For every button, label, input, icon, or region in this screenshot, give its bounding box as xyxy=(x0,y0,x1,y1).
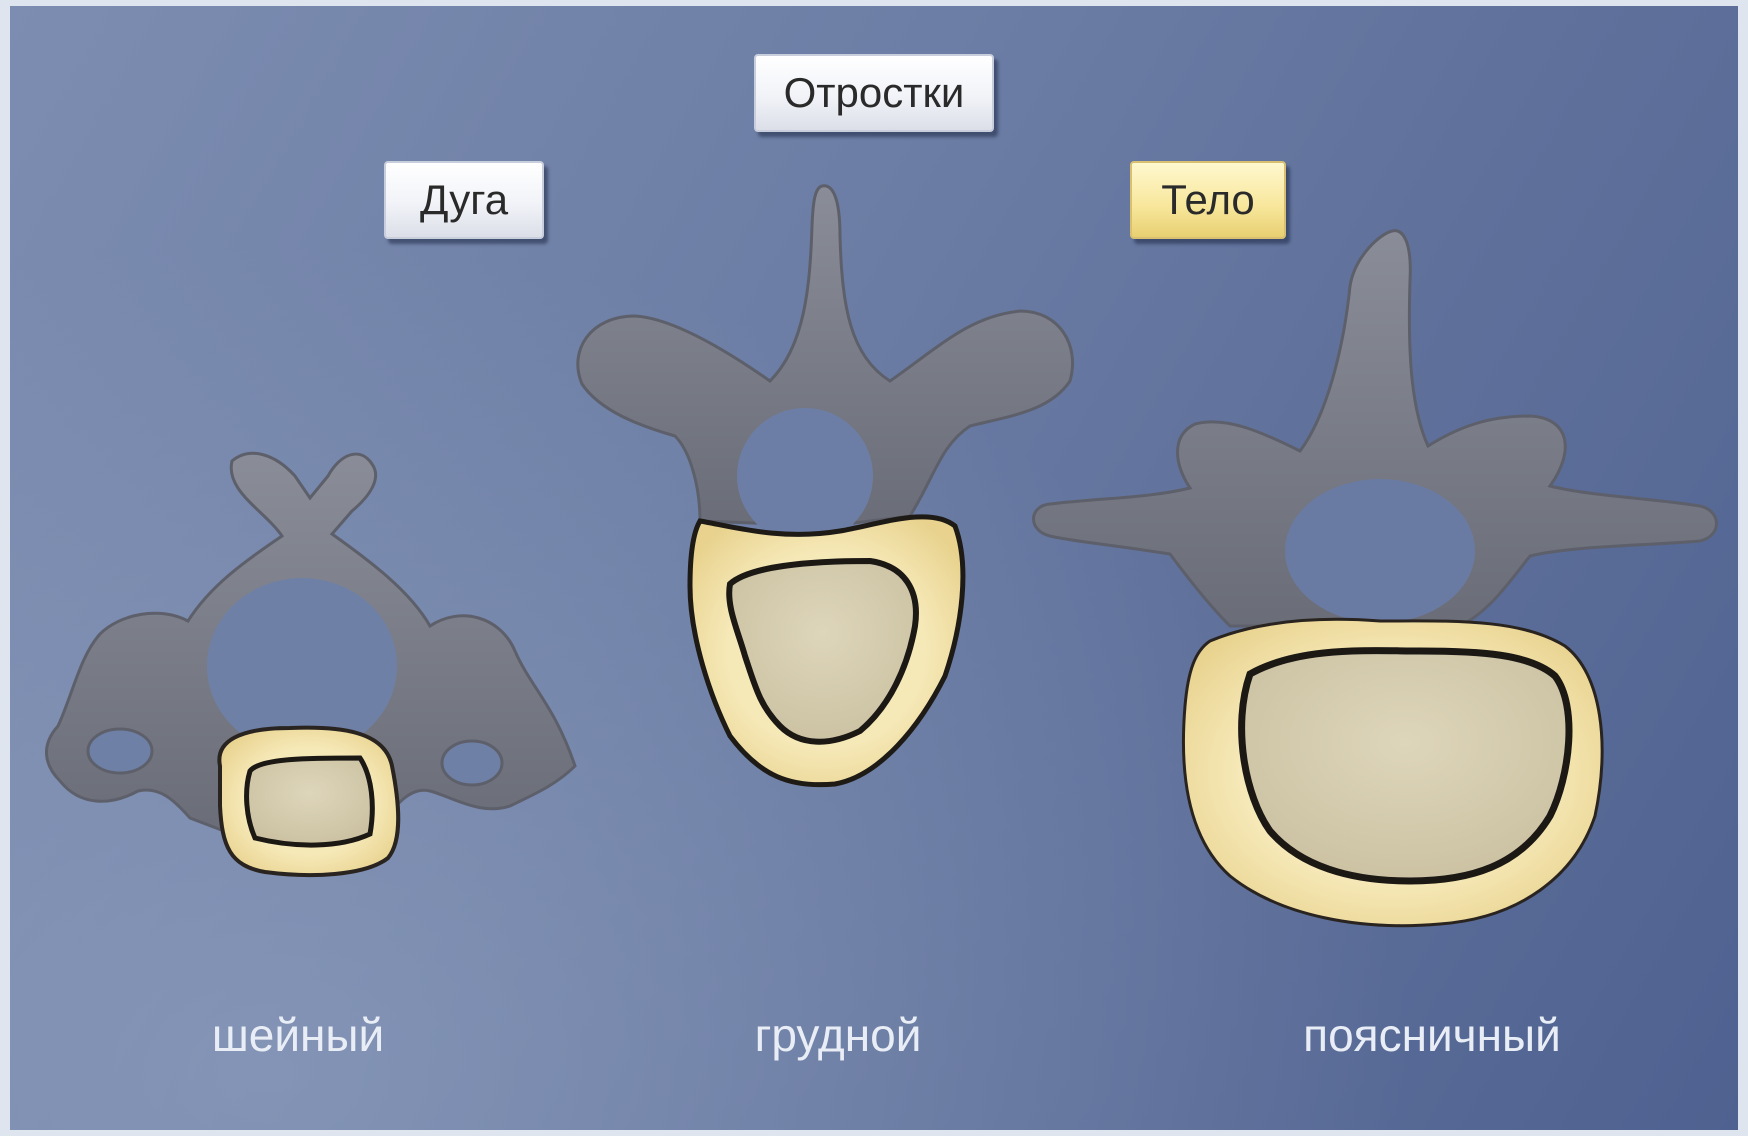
caption-cervical: шейный xyxy=(98,1008,498,1062)
caption-thoracic: грудной xyxy=(638,1008,1038,1062)
lumbar-canal xyxy=(1285,479,1475,623)
thoracic-canal xyxy=(737,408,873,544)
diagram-canvas: Отростки Дуга Тело шейный грудной поясни… xyxy=(10,6,1738,1130)
cervical-vertebra xyxy=(46,453,575,875)
arch-button[interactable]: Дуга xyxy=(384,161,544,239)
thoracic-vertebra xyxy=(578,186,1073,785)
lumbar-spongy-bone xyxy=(1242,651,1569,881)
cervical-foramen-right xyxy=(442,741,502,785)
vertebrae-illustration xyxy=(10,6,1738,1130)
caption-lumbar: поясничный xyxy=(1232,1008,1632,1062)
lumbar-vertebra xyxy=(1034,231,1717,926)
cervical-spongy-bone xyxy=(247,758,373,845)
body-button[interactable]: Тело xyxy=(1130,161,1286,239)
processes-button[interactable]: Отростки xyxy=(754,54,994,132)
cervical-foramen-left xyxy=(88,729,152,773)
